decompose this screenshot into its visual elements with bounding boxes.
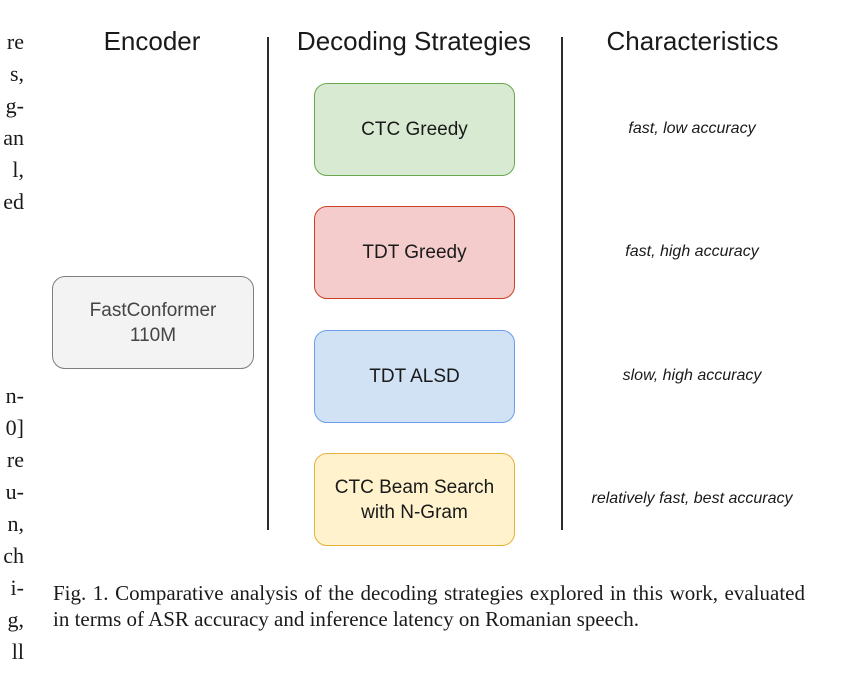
header-decoding-strategies: Decoding Strategies [296,26,532,56]
header-characteristics: Characteristics [606,26,779,56]
characteristic-ctc-beam-search: relatively fast, best accuracy [591,490,793,507]
strategy-box-tdt-alsd: TDT ALSD [314,330,515,423]
figure-caption: Fig. 1. Comparative analysis of the deco… [53,581,805,631]
margin-fragment: u- [5,479,24,504]
margin-fragment: s, [9,61,24,86]
margin-fragment: ed [3,189,24,214]
encoder-box-fastconformer: FastConformer 110M [52,276,254,369]
divider-left [267,37,269,530]
header-encoder: Encoder [103,26,201,56]
margin-fragment: re [6,29,24,54]
margin-fragment: g- [5,93,24,118]
margin-fragment: ll [11,639,24,664]
margin-text-top: re s, g- an l, ed [0,26,24,218]
strategy-box-ctc-greedy: CTC Greedy [314,83,515,176]
characteristic-ctc-greedy: fast, low accuracy [628,120,756,137]
divider-right [561,37,563,530]
strategy-box-tdt-greedy: TDT Greedy [314,206,515,299]
margin-fragment: an [3,125,24,150]
characteristic-tdt-alsd: slow, high accuracy [622,367,762,384]
margin-fragment: g, [7,607,25,632]
margin-fragment: ch [3,543,24,568]
margin-fragment: l, [12,157,24,182]
margin-fragment: n, [7,511,25,536]
margin-fragment: re [6,447,24,472]
characteristic-tdt-greedy: fast, high accuracy [625,243,759,260]
strategy-box-ctc-beam-search: CTC Beam Search with N-Gram [314,453,515,546]
margin-fragment: n- [5,383,24,408]
margin-fragment: i- [10,575,24,600]
margin-text-bottom: n- 0] re u- n, ch i- g, ll [0,380,24,668]
margin-fragment: 0] [5,415,24,440]
